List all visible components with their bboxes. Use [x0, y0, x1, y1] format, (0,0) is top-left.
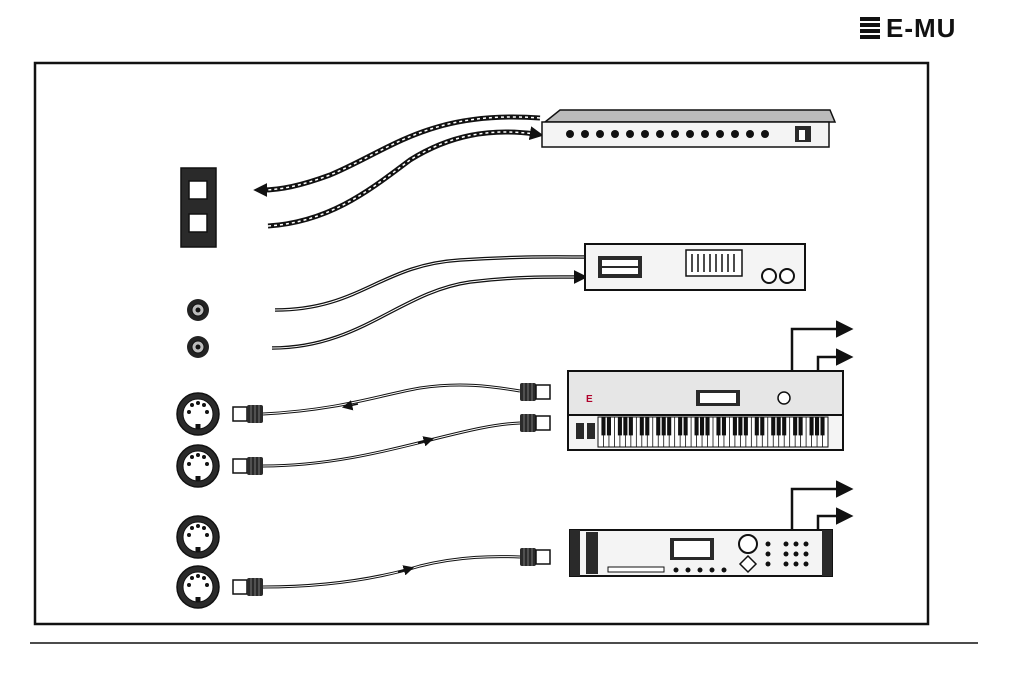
module-output-2: [818, 516, 850, 530]
black-key: [706, 417, 709, 435]
rack-mixer: [542, 110, 835, 147]
black-key: [733, 417, 736, 435]
midi-din-1: [177, 393, 219, 435]
midi-cable-2: [263, 423, 520, 466]
black-key: [684, 417, 687, 435]
black-key: [602, 417, 605, 435]
black-key: [662, 417, 665, 435]
black-key: [799, 417, 802, 435]
black-key: [777, 417, 780, 435]
black-key: [607, 417, 610, 435]
digital-effects-unit: [585, 244, 805, 290]
midi-cable-4: [263, 557, 520, 587]
black-key: [700, 417, 703, 435]
black-key: [629, 417, 632, 435]
midi-din-2: [177, 445, 219, 487]
black-key: [679, 417, 682, 435]
black-key: [624, 417, 627, 435]
black-key: [821, 417, 824, 435]
midi-plug-left-2: [233, 457, 263, 475]
black-key: [810, 417, 813, 435]
black-key: [646, 417, 649, 435]
black-key: [722, 417, 725, 435]
optical-jack-panel: [181, 168, 216, 247]
midi-cable-1: [263, 385, 520, 414]
black-key: [695, 417, 698, 435]
black-key: [755, 417, 758, 435]
midi-din-3: [177, 516, 219, 558]
rack-sound-module: [570, 530, 832, 576]
black-key: [739, 417, 742, 435]
black-key: [761, 417, 764, 435]
black-key: [618, 417, 621, 435]
black-key: [668, 417, 671, 435]
midi-plug-left-1: [233, 405, 263, 423]
optical-cable-in: [268, 132, 541, 226]
black-key: [657, 417, 660, 435]
midi-plug-right-1: [520, 383, 550, 401]
keyboard-output-2: [818, 357, 850, 371]
keyboard-output-1: [792, 329, 850, 371]
midi-din-4: [177, 566, 219, 608]
black-key: [815, 417, 818, 435]
svg-text:E: E: [586, 394, 593, 405]
module-output-1: [792, 489, 850, 530]
black-key: [794, 417, 797, 435]
keyboard-synthesizer: E: [568, 371, 843, 450]
coax-jack-1: [187, 299, 209, 321]
coax-jack-2: [187, 336, 209, 358]
black-key: [640, 417, 643, 435]
black-key: [744, 417, 747, 435]
midi-plug-right-2: [520, 414, 550, 432]
black-key: [772, 417, 775, 435]
midi-plug-left-4: [233, 578, 263, 596]
black-key: [783, 417, 786, 435]
optical-cable-out: [256, 117, 540, 190]
coax-cable-out: [275, 257, 585, 310]
black-key: [717, 417, 720, 435]
midi-plug-right-4: [520, 548, 550, 566]
coax-cable-in: [272, 277, 585, 348]
